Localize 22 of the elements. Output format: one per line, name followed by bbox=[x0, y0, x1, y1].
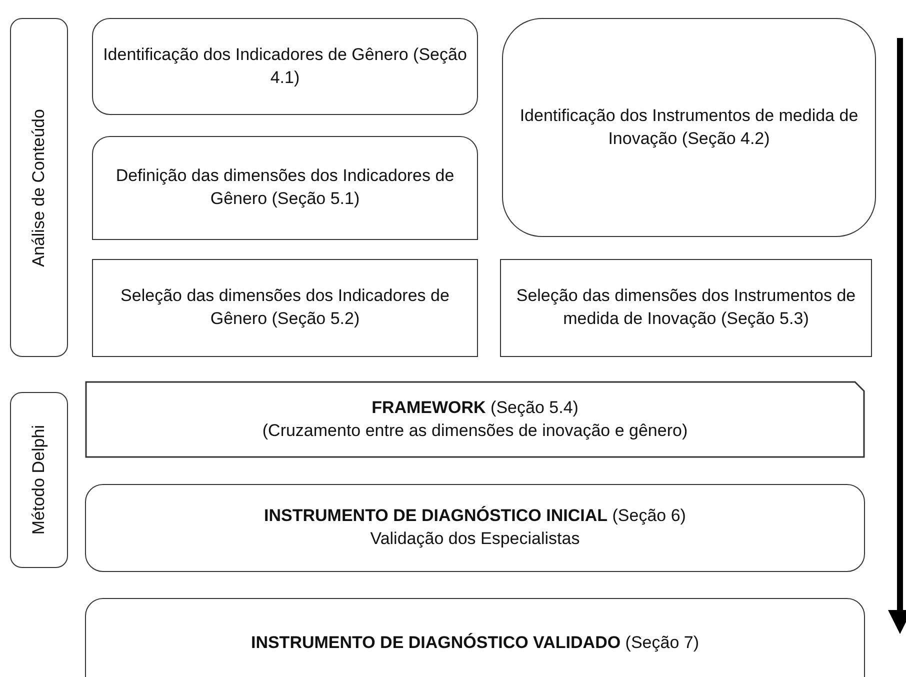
band-label: Análise de Conteúdo bbox=[28, 108, 49, 266]
box-label: INSTRUMENTO DE DIAGNÓSTICO VALIDADO (Seção 7) bbox=[250, 632, 700, 654]
side-band bbox=[10, 392, 68, 568]
process-box bbox=[500, 259, 872, 357]
box-label: Identificação dos Indicadores de Gênero (Seção 4.1) bbox=[103, 44, 467, 88]
box-label: Definição das dimensões dos Indicadores de Gênero (Seção 5.1) bbox=[114, 165, 456, 210]
box-label: Identificação dos Instrumentos de medida de Inovação (Seção 4.2) bbox=[518, 104, 860, 150]
rounded-box bbox=[92, 136, 478, 240]
rounded-box bbox=[502, 18, 876, 237]
box-label: (Cruzamento entre as dimensões de inovação e gênero) bbox=[262, 420, 688, 442]
rounded-box bbox=[92, 18, 478, 115]
band-label: Método Delphi bbox=[28, 425, 49, 535]
clipped-box bbox=[85, 381, 865, 458]
box-label: INSTRUMENTO DE DIAGNÓSTICO INICIAL (Seção 6) bbox=[264, 505, 686, 528]
process-box bbox=[92, 259, 478, 357]
side-band bbox=[10, 18, 68, 357]
box-label: Seleção das dimensões dos Indicadores de Gênero (Seção 5.2) bbox=[120, 285, 450, 330]
rounded-box bbox=[85, 598, 865, 677]
box-label: Validação dos Especialistas bbox=[370, 528, 580, 550]
box-label: FRAMEWORK (Seção 5.4) bbox=[372, 396, 578, 419]
box-label: Seleção das dimensões dos Instrumentos de medida de Inovação (Seção 5.3) bbox=[515, 285, 857, 330]
rounded-box bbox=[85, 484, 865, 572]
